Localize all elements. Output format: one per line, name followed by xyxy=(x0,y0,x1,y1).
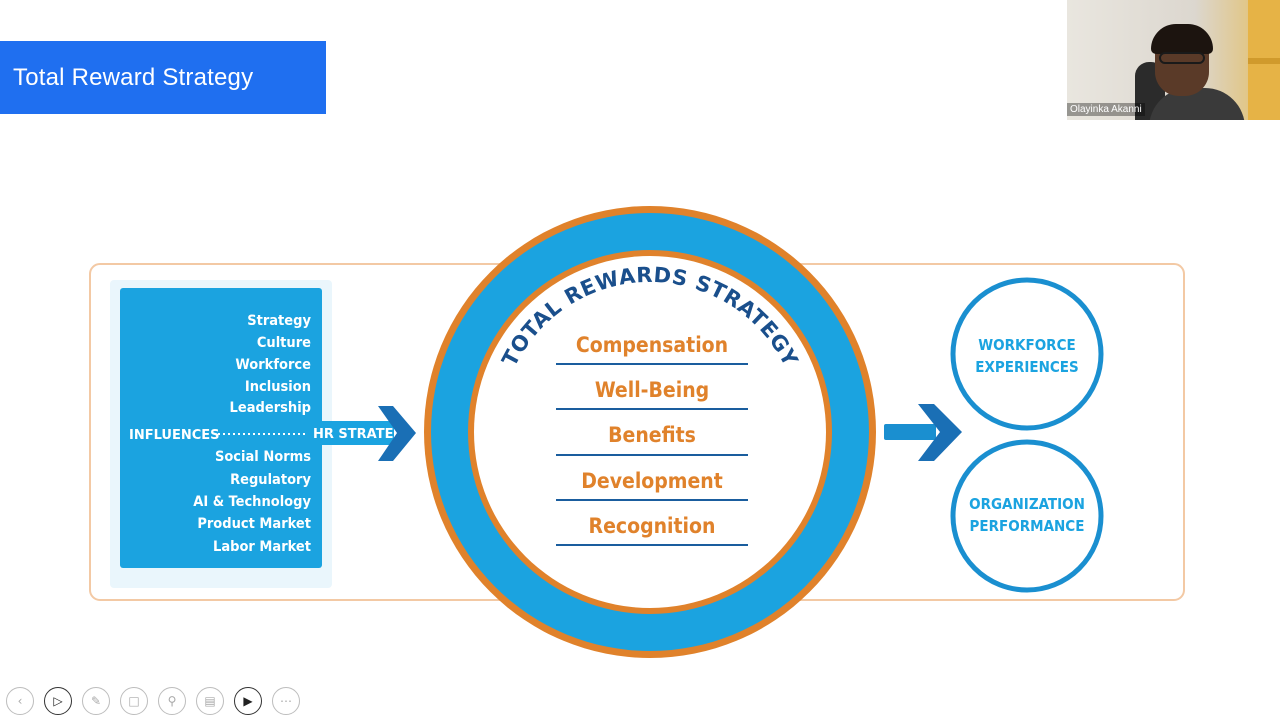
component-development: Development xyxy=(581,469,723,493)
influence-regulatory: Regulatory xyxy=(230,472,311,488)
hr-strategy-label: HR STRATEGY xyxy=(313,427,414,442)
influences-label: INFLUENCES xyxy=(129,428,220,443)
influence-ai-technology: AI & Technology xyxy=(193,494,311,510)
influences-panel xyxy=(120,288,322,568)
influence-social-norms: Social Norms xyxy=(215,449,311,465)
component-benefits: Benefits xyxy=(608,423,696,447)
outcome-arrow-shaft xyxy=(884,424,936,440)
influence-inclusion: Inclusion xyxy=(245,379,311,395)
slide-title: Total Reward Strategy xyxy=(0,41,326,114)
captions-icon[interactable]: ▤ xyxy=(196,687,224,715)
outcome-workforce-line2: EXPERIENCES xyxy=(975,358,1079,376)
outcome-circle-organization xyxy=(950,439,1104,593)
participant-glasses xyxy=(1159,52,1205,64)
hr-strategy-band xyxy=(310,421,394,445)
previous-icon[interactable]: ‹ xyxy=(6,687,34,715)
participant-name: Olayinka Akanni xyxy=(1067,103,1145,116)
slides-icon[interactable]: □ xyxy=(120,687,148,715)
zoom-icon[interactable]: ⚲ xyxy=(158,687,186,715)
component-compensation: Compensation xyxy=(576,333,728,357)
hr-strategy-arrow-head xyxy=(378,406,416,461)
pen-icon[interactable]: ✎ xyxy=(82,687,110,715)
ring-center xyxy=(474,256,826,608)
background-shelf-edge xyxy=(1248,58,1280,64)
influence-leadership: Leadership xyxy=(230,400,311,416)
more-icon[interactable]: ⋯ xyxy=(272,687,300,715)
outcome-circle-workforce xyxy=(950,277,1104,431)
participant-hair xyxy=(1151,24,1213,54)
participant-video-tile[interactable]: Olayinka Akanni xyxy=(1067,0,1280,120)
influence-workforce: Workforce xyxy=(235,357,311,373)
influence-strategy: Strategy xyxy=(247,313,311,329)
video-icon[interactable]: ▶ xyxy=(234,687,262,715)
next-icon[interactable]: ▷ xyxy=(44,687,72,715)
component-well-being: Well-Being xyxy=(595,378,709,402)
outcome-organization-line1: ORGANIZATION xyxy=(969,495,1085,513)
presentation-toolbar: ‹ ▷ ✎ □ ⚲ ▤ ▶ ⋯ xyxy=(6,686,300,716)
influence-product-market: Product Market xyxy=(197,516,311,532)
outcome-workforce-line1: WORKFORCE xyxy=(978,336,1075,354)
outcome-arrow-head xyxy=(918,404,962,461)
component-recognition: Recognition xyxy=(589,514,716,538)
outcome-organization-line2: PERFORMANCE xyxy=(970,517,1085,535)
influence-culture: Culture xyxy=(257,335,311,351)
influence-labor-market: Labor Market xyxy=(213,539,311,555)
